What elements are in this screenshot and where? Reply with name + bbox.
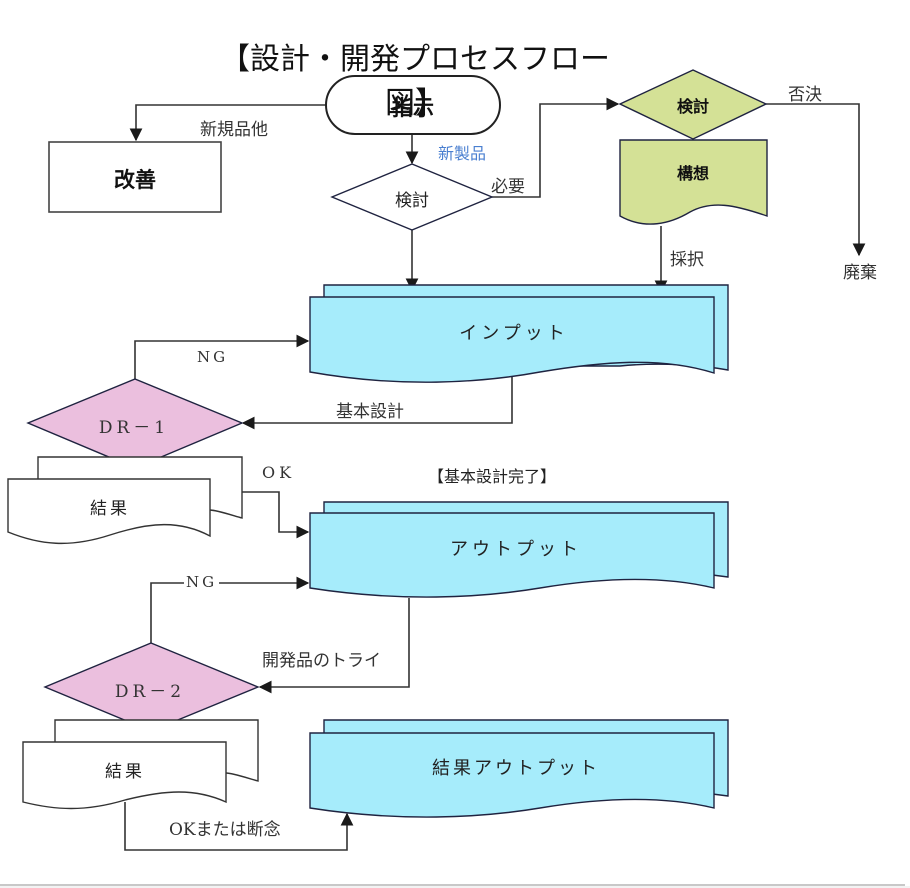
bottom-divider: [0, 884, 905, 886]
result2-label: 結果: [105, 762, 145, 782]
result-output-label: 結果アウトプット: [432, 758, 600, 779]
concept-document[interactable]: [619, 139, 768, 225]
edge-label-adopted: 採択: [670, 250, 704, 270]
improvement-box[interactable]: [48, 141, 222, 213]
edge-label-ng2: NG: [184, 573, 220, 591]
concept-label: 構想: [676, 164, 710, 183]
edge-dr1-ng-to-input: [134, 334, 310, 379]
review-label: 検討: [395, 191, 429, 211]
concept-review-label: 検討: [676, 97, 710, 116]
dr1-label: DR－1: [98, 418, 170, 438]
review-diamond[interactable]: [330, 163, 494, 231]
edge-label-new-product: 新製品: [438, 144, 487, 163]
edge-label-necessary: 必要: [491, 177, 525, 197]
edge-dr2-ng-to-output: [150, 576, 310, 643]
edge-label-ok1: OK: [262, 463, 296, 482]
instruction-label: 指示: [392, 96, 434, 120]
result2-multidocument[interactable]: [22, 719, 259, 810]
concept-review-diamond[interactable]: [618, 69, 768, 140]
edge-label-ok-or-abandon: OKまたは断念: [169, 820, 281, 840]
edge-output-to-dr2: [258, 598, 410, 694]
discard-label: 廃棄: [843, 263, 877, 283]
edge-concept-review-to-discard: [766, 103, 866, 257]
edge-result1-ok-to-output: [242, 491, 310, 539]
edge-label-new-regular: 新規品他: [200, 120, 268, 140]
edge-review-to-concept-review: [492, 97, 620, 198]
output-multidocument[interactable]: [309, 501, 729, 598]
edge-input-to-dr1: [241, 372, 513, 430]
improvement-label: 改善: [114, 168, 156, 192]
bottom-bar: [0, 886, 910, 888]
result-output-multidocument[interactable]: [309, 719, 729, 818]
edge-result2-to-result-output: [124, 802, 354, 851]
connectors: [124, 97, 866, 851]
input-label: インプット: [459, 323, 569, 344]
result1-label: 結果: [90, 499, 130, 519]
result1-multidocument[interactable]: [7, 456, 243, 545]
output-label: アウトプット: [450, 539, 582, 560]
diagram-title: 【設計・開発プロセスフロー図】: [220, 42, 610, 121]
input-multidocument[interactable]: [309, 284, 729, 383]
edge-label-trial: 開発品のトライ: [262, 651, 381, 671]
edge-label-rejected: 否決: [788, 85, 822, 105]
milestone-label: 【基本設計完了】: [427, 467, 557, 486]
edge-instruction-to-improvement: [129, 104, 330, 142]
dr2-label: DR－2: [114, 682, 186, 702]
edge-label-basic-design: 基本設計: [336, 402, 404, 422]
edge-label-ng1: NG: [197, 348, 229, 366]
instruction-terminator[interactable]: [325, 75, 501, 135]
